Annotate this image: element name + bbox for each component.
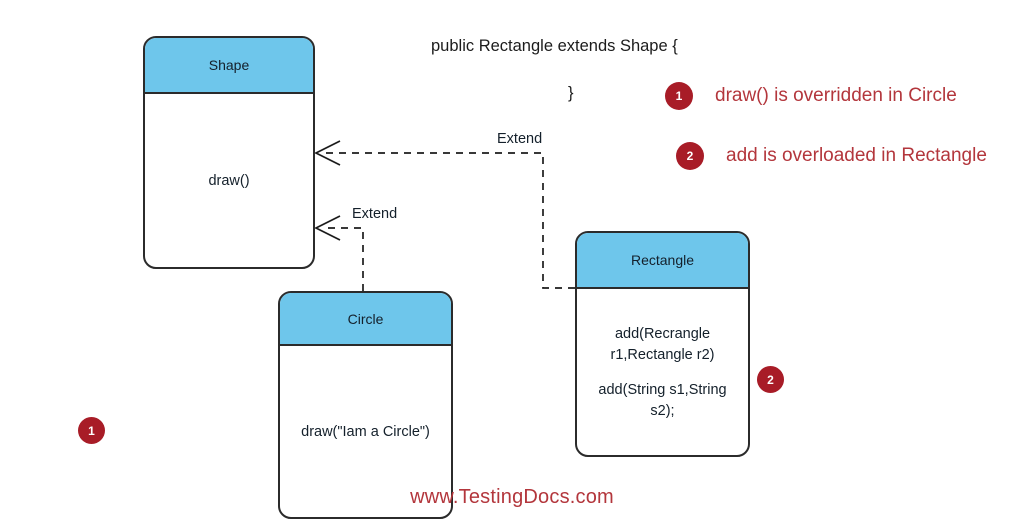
class-body-rectangle: add(Recrangle r1,Rectangle r2) add(Strin…: [577, 289, 748, 455]
class-header-shape: Shape: [145, 38, 313, 94]
edge-label-circle-extends-shape: Extend: [352, 206, 398, 222]
legend-text-2: add is overloaded in Rectangle: [726, 145, 987, 166]
class-header-rectangle: Rectangle: [577, 233, 748, 289]
marker-badge-1: 1: [78, 417, 105, 444]
class-box-shape[interactable]: Shape draw(): [143, 36, 315, 269]
legend-badge-1: 1: [665, 82, 693, 110]
edge-circle-extends-shape: [314, 215, 364, 291]
class-box-rectangle[interactable]: Rectangle add(Recrangle r1,Rectangle r2)…: [575, 231, 750, 457]
footer-watermark: www.TestingDocs.com: [410, 486, 614, 508]
code-class-signature: public Rectangle extends Shape {: [431, 37, 678, 55]
legend-badge-2: 2: [676, 142, 704, 170]
class-member: add(Recrangle r1,Rectangle r2): [610, 325, 715, 363]
marker-badge-2: 2: [757, 366, 784, 393]
class-member: add(String s1,String s2);: [598, 382, 727, 420]
legend-text-1: draw() is overridden in Circle: [715, 85, 957, 106]
class-name-rectangle: Rectangle: [630, 252, 695, 268]
class-name-circle: Circle: [347, 310, 384, 327]
legend-item-2: 2 add is overloaded in Rectangle: [665, 142, 987, 170]
legend-item-1: 1 draw() is overridden in Circle: [665, 82, 957, 110]
member-list-circle: draw("Iam a Circle"): [288, 422, 443, 443]
class-box-circle[interactable]: Circle draw("Iam a Circle"): [278, 291, 453, 519]
member-list-shape: draw(): [153, 171, 305, 192]
class-header-circle: Circle: [280, 293, 451, 346]
class-body-shape: draw(): [145, 94, 313, 267]
class-member: draw(): [208, 172, 250, 189]
class-member: draw("Iam a Circle"): [301, 423, 430, 440]
member-list-rectangle: add(Recrangle r1,Rectangle r2) add(Strin…: [585, 324, 740, 422]
class-name-shape: Shape: [208, 57, 250, 73]
class-body-circle: draw("Iam a Circle"): [280, 346, 451, 517]
code-closing-brace: }: [568, 84, 574, 102]
edge-label-rectangle-extends-shape: Extend: [497, 131, 543, 147]
